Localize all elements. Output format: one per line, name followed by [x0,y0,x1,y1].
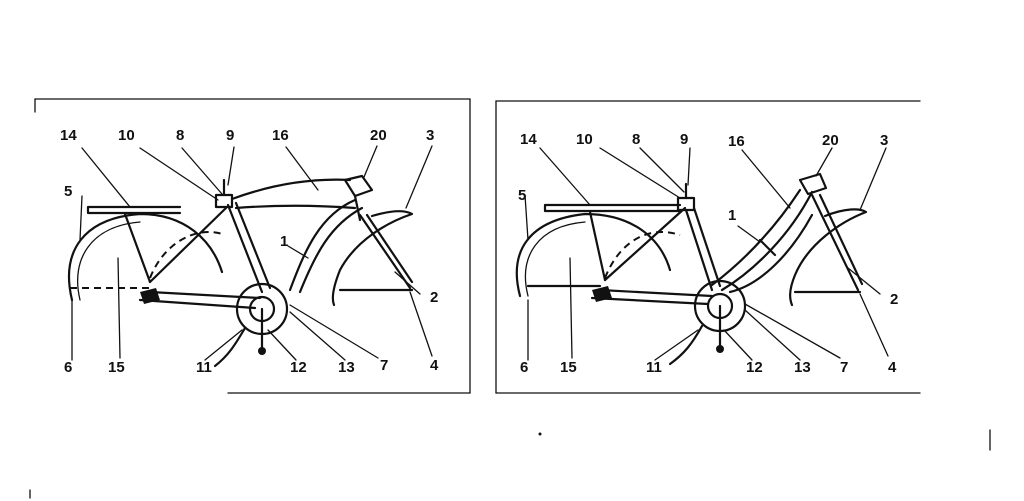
right-label-2: 2 [890,291,898,308]
right-luggage-rack [543,203,682,213]
right-label-11: 11 [646,359,662,376]
left-label-9: 9 [226,127,234,144]
left-label-6: 6 [64,359,72,376]
right-label-9: 9 [680,131,688,148]
right-label-14: 14 [520,131,537,148]
left-label-3: 3 [426,127,434,144]
right-down-tube [728,213,814,294]
right-rear-wheel [604,231,681,279]
left-bicycle-diagram: 14 10 8 9 16 20 3 5 1 2 6 15 11 12 13 7 … [34,98,471,394]
right-leader-lines [524,147,889,361]
right-label-12: 12 [746,359,763,376]
right-top-tube [710,188,802,287]
left-label-16: 16 [272,127,289,144]
left-rear-wheel [149,231,226,279]
scan-artifacts [29,429,991,499]
right-bicycle-diagram: 14 10 8 9 16 20 3 5 1 2 6 15 11 12 13 7 … [495,100,921,394]
right-label-15: 15 [560,359,577,376]
left-label-15: 15 [108,359,125,376]
left-label-8: 8 [176,127,184,144]
right-label-5: 5 [518,187,526,204]
left-label-20: 20 [370,127,387,144]
right-kickstand [668,324,704,366]
left-label-1: 1 [280,233,288,250]
left-rack-strut [123,212,152,284]
right-front-fender [789,208,868,307]
right-rack-strut [588,210,607,282]
right-label-3: 3 [880,132,888,149]
left-down-tube [288,198,357,292]
right-label-13: 13 [794,359,811,376]
left-kickstand [213,326,247,368]
right-label-10: 10 [576,131,593,148]
left-label-5: 5 [64,183,72,200]
left-label-14: 14 [60,127,77,144]
left-label-11: 11 [196,359,212,376]
right-label-4: 4 [888,359,897,376]
left-panel-border [34,98,471,394]
left-leader-lines [71,145,433,361]
right-label-20: 20 [822,132,839,149]
right-panel-border [495,100,921,394]
left-label-12: 12 [290,359,307,376]
left-label-13: 13 [338,359,355,376]
left-front-fender [331,210,414,307]
right-rear-fender [515,212,672,298]
right-label-1: 1 [728,207,736,224]
right-label-8: 8 [632,131,640,148]
right-label-7: 7 [840,359,848,376]
left-top-tube [230,178,352,201]
left-label-4: 4 [430,357,439,374]
left-label-10: 10 [118,127,135,144]
left-label-2: 2 [430,289,438,306]
right-label-16: 16 [728,133,745,150]
left-label-7: 7 [380,357,388,374]
left-luggage-rack [86,205,182,215]
right-label-6: 6 [520,359,528,376]
